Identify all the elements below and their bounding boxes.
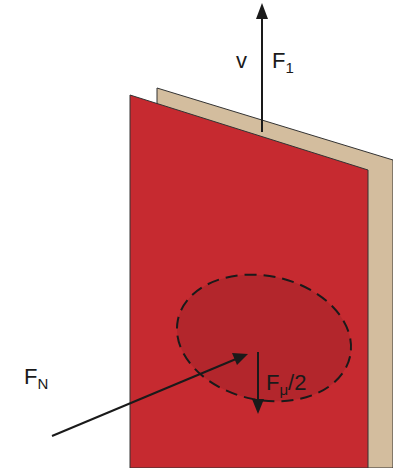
velocity-label: v	[236, 50, 247, 72]
arrow-head	[256, 3, 268, 19]
contact-area	[165, 259, 363, 417]
force-label: F1	[272, 50, 294, 75]
force-arrow	[52, 359, 236, 436]
force-label: Fμ/2	[266, 372, 306, 397]
force-arrow	[261, 16, 263, 132]
force-label: FN	[24, 366, 48, 391]
arrow-head	[252, 399, 264, 414]
front-sheet	[130, 95, 368, 468]
arrow-head	[232, 353, 248, 365]
force-arrow	[257, 352, 259, 402]
